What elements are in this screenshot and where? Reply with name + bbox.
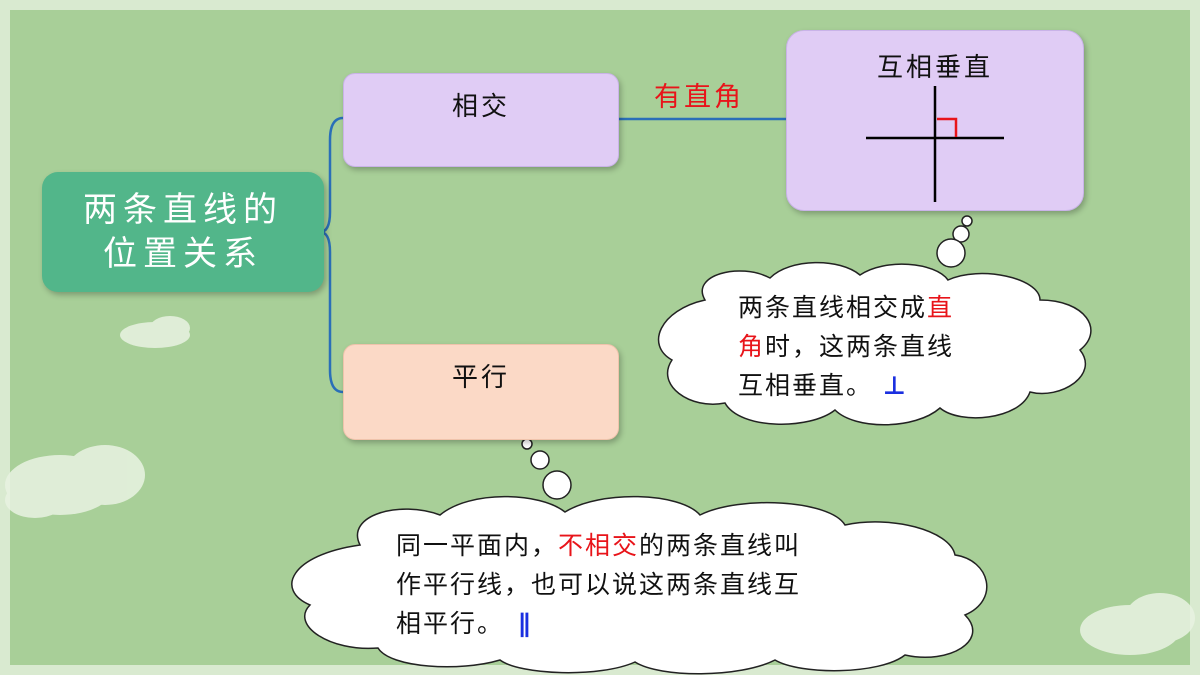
perp-bubble-line2a: 角 [738, 332, 766, 361]
perpendicular-symbol: ⊥ [883, 371, 908, 400]
parallel-thought-bubble [291, 438, 988, 675]
perp-bubble-line2b: 时，这两条直线 [765, 332, 955, 361]
parallel-bubble-line1b: 不相交 [558, 531, 640, 560]
perpendicular-title: 互相垂直 [876, 53, 993, 83]
parallel-bubble-line1c: 的两条直线叫 [639, 531, 802, 560]
root-title-line1: 两条直线的 [83, 190, 283, 230]
parallel-bubble-line1a: 同一平面内， [396, 531, 559, 560]
root-title-line2: 位置关系 [103, 234, 263, 274]
parallel-title: 平行 [451, 363, 510, 393]
perpendicular-card: 互相垂直 [786, 30, 1084, 211]
intersect-title: 相交 [451, 92, 510, 122]
parallel-card: 平行 [343, 344, 619, 440]
background-cloud-right [1080, 593, 1195, 655]
parallel-symbol: ∥ [518, 609, 533, 638]
perp-bubble-line3: 互相垂直。 [738, 371, 874, 400]
background-cloud-left [5, 445, 145, 518]
perp-bubble-line1b: 直 [927, 293, 955, 322]
intersect-card: 相交 [343, 73, 619, 167]
perp-bubble-line1a: 两条直线相交成 [738, 293, 928, 322]
connector-label: 有直角 [654, 82, 744, 113]
perp-thought-bubble [657, 215, 1092, 426]
parallel-bubble-line2: 作平行线，也可以说这两条直线互 [396, 570, 802, 599]
parallel-bubble-line3: 相平行。 [396, 609, 505, 638]
background-cloud-small [120, 316, 190, 348]
perp-bubble-text: 两条直线相交成直 角时，这两条直线 互相垂直。 ⊥ [738, 288, 954, 405]
root-node: 两条直线的 位置关系 [42, 172, 324, 292]
parallel-bubble-text: 同一平面内，不相交的两条直线叫 作平行线，也可以说这两条直线互 相平行。 ∥ [396, 526, 801, 643]
